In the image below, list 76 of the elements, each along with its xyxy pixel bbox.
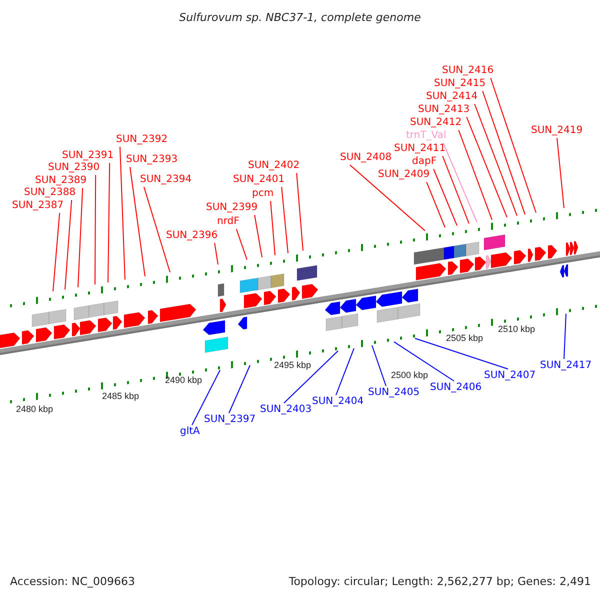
gene-label: SUN_2411 (394, 143, 446, 155)
leader-line (556, 138, 564, 209)
scale-label: 2485 kbp (102, 391, 140, 401)
gene-label: SUN_2387 (12, 200, 64, 212)
gene-label: SUN_2416 (442, 65, 494, 77)
gene-label: trnT_Val (406, 130, 446, 142)
leader-line (474, 104, 518, 216)
leader-line (482, 90, 526, 215)
gene-label: SUN_2408 (340, 152, 392, 164)
footer-text: Accession: NC_009663 (10, 576, 136, 588)
gene-label: pcm (252, 188, 274, 200)
leader-line (214, 242, 218, 265)
gene-label: SUN_2394 (140, 174, 192, 186)
gene-label: SUN_2389 (35, 175, 87, 187)
leader-line (236, 228, 248, 260)
leader-line (52, 212, 60, 292)
leader-line (442, 142, 478, 223)
leader-line (130, 166, 146, 277)
title: Sulfurovum sp. NBC37-1, complete genome (178, 12, 422, 24)
scale-label: 2490 kbp (165, 375, 202, 385)
leader-line (144, 186, 170, 273)
gene-label: SUN_2419 (531, 125, 583, 137)
leader-line (281, 186, 288, 254)
leader-line (120, 146, 126, 280)
gene-label: SUN_2406 (430, 382, 482, 394)
gene-label: SUN_2402 (248, 160, 300, 172)
scale-label: 2500 kbp (391, 370, 428, 380)
leader-line (466, 116, 508, 218)
gene-label: SUN_2404 (312, 396, 364, 408)
gene-label: SUN_2393 (126, 154, 178, 166)
gene-label: SUN_2401 (233, 174, 285, 186)
leader-line (94, 174, 96, 286)
gene-label: SUN_2391 (62, 150, 114, 162)
leader-line (564, 313, 566, 360)
scale-label: 2495 kbp (274, 360, 312, 370)
leader-line (372, 344, 386, 386)
leader-line (336, 348, 354, 396)
gene-label: SUN_2397 (204, 414, 256, 426)
leader-line (426, 182, 446, 228)
gene-label: SUN_2414 (426, 91, 478, 103)
gene-label: SUN_2390 (48, 162, 100, 174)
leader-line (192, 370, 220, 426)
gene-label: SUN_2403 (260, 404, 312, 416)
leader-line (78, 188, 84, 288)
gene-label: SUN_2409 (378, 169, 430, 181)
gene-label: SUN_2415 (434, 78, 486, 90)
leader-line (458, 130, 492, 220)
scale-label: 2480 kbp (16, 404, 54, 414)
leader-line (64, 200, 72, 290)
gene-label: SUN_2412 (410, 117, 462, 129)
gene-label: SUN_2417 (540, 360, 592, 372)
gene-label: SUN_2405 (368, 387, 420, 399)
gene-label: SUN_2407 (484, 370, 536, 382)
leader-line (394, 341, 454, 382)
leader-line (108, 162, 110, 283)
scale-label: 2510 kbp (498, 324, 536, 334)
gene-label: nrdF (217, 216, 240, 228)
gene-label: dapF (412, 156, 437, 168)
gene-label: SUN_2396 (166, 230, 218, 242)
gene-label: SUN_2413 (418, 104, 470, 116)
leader-line (433, 168, 458, 226)
gene-label: SUN_2399 (206, 202, 258, 214)
leader-line (270, 200, 276, 256)
leader-line (442, 156, 470, 224)
gene-label: SUN_2388 (24, 187, 76, 199)
leader-line (228, 364, 250, 414)
leader-line (254, 214, 262, 258)
leader-line (350, 164, 426, 232)
leader-line (284, 350, 338, 404)
leader-line (296, 172, 304, 252)
scale-label: 2505 kbp (446, 333, 484, 343)
gene-label: SUN_2392 (116, 134, 168, 146)
leader-line (414, 338, 508, 370)
footer-text: Topology: circular; Length: 2,562,277 bp; Genes: 2,491 (288, 576, 591, 588)
leader-line (490, 78, 536, 214)
gene-label: gltA (180, 426, 200, 438)
